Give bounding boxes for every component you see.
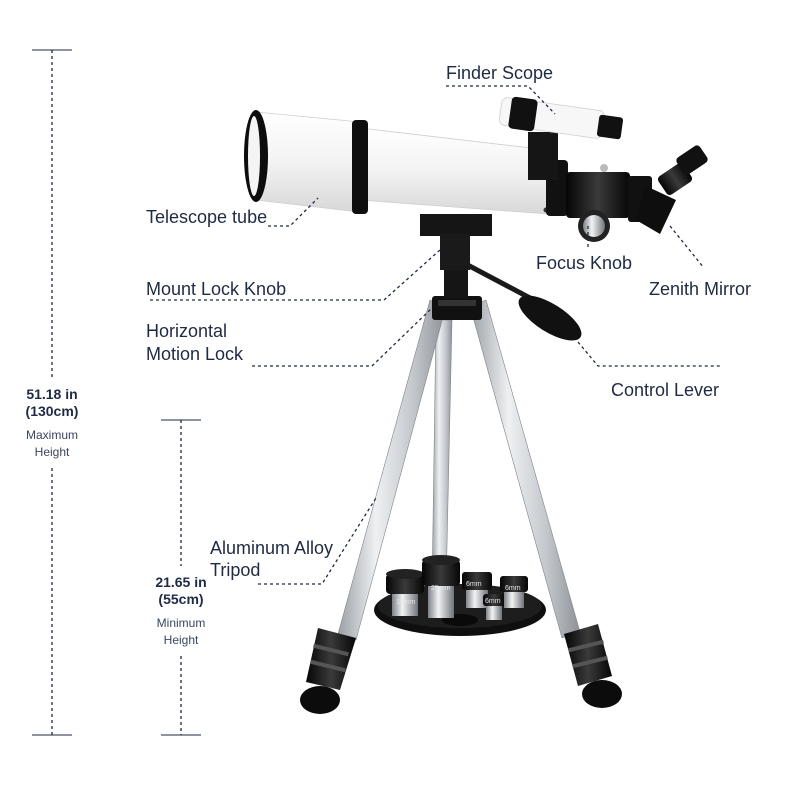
finder-scope-label: Finder Scope: [446, 63, 554, 83]
max-height-dimension-line: [32, 49, 72, 736]
max-height-caption-line2: Height: [34, 445, 70, 459]
mount-lock-knob-label: Mount Lock Knob: [146, 279, 287, 299]
focus-knob-label: Focus Knob: [536, 253, 633, 273]
horizontal-motion-lock-label-line1: Horizontal: [146, 321, 228, 341]
min-height-dimension-line: [161, 419, 201, 736]
telescope-tube: [244, 96, 708, 270]
aluminum-alloy-tripod-label-line1: Aluminum Alloy: [210, 538, 334, 558]
aluminum-alloy-tripod-label-line2: Tripod: [210, 560, 261, 580]
min-height-caption-line2: Height: [163, 633, 199, 647]
leader-control-lever: [577, 341, 720, 367]
leader-mount-lock-knob: [150, 249, 441, 301]
leader-zenith-mirror: [669, 225, 705, 269]
max-height-cm: (130cm): [25, 403, 79, 419]
eyepiece-label-6mm-a: 6mm: [466, 581, 482, 588]
leader-telescope-tube: [268, 197, 319, 227]
leader-horizontal-motion-lock: [252, 307, 433, 367]
max-height-inches: 51.18 in: [26, 386, 78, 402]
eyepiece-label-10mm: 10mm: [396, 599, 416, 606]
control-lever: [460, 259, 582, 341]
eyepiece-set: 10mm 25mm 6mm 6mm 6mm: [386, 555, 528, 620]
telescope-tube-label: Telescope tube: [146, 207, 268, 227]
eyepiece-label-6mm-c: 6mm: [505, 585, 521, 592]
leader-lines: [150, 85, 720, 585]
min-height-cm: (55cm): [158, 591, 204, 607]
eyepiece-label-6mm-b: 6mm: [485, 598, 501, 605]
min-height-caption-line1: Minimum: [156, 616, 206, 630]
eyepiece-label-25mm: 25mm: [431, 585, 451, 592]
max-height-caption-line1: Maximum: [25, 428, 78, 442]
zenith-mirror-label: Zenith Mirror: [649, 279, 752, 299]
horizontal-motion-lock-label-line2: Motion Lock: [146, 344, 244, 364]
control-lever-label: Control Lever: [611, 380, 720, 400]
min-height-inches: 21.65 in: [155, 574, 207, 590]
